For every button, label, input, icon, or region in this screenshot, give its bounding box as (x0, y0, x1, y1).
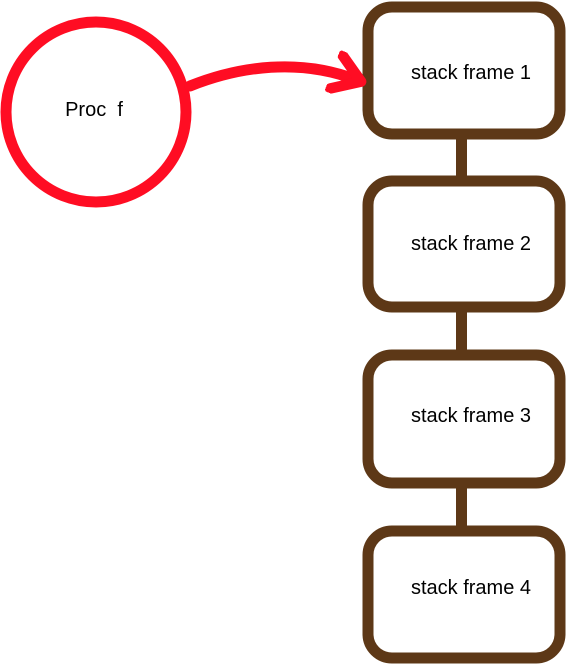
stack-frame-3-label: stack frame 3 (411, 405, 531, 427)
process-label: Proc f (65, 99, 123, 121)
pointer-arrow-icon (184, 67, 357, 86)
stack-frame-4: stack frame 4 (362, 525, 566, 664)
connector-3-4 (456, 485, 467, 531)
process-node: Proc f (0, 16, 192, 208)
frame-connectors (456, 136, 467, 531)
stack-frame-3: stack frame 3 (362, 349, 566, 489)
stack-frame-2-label: stack frame 2 (411, 233, 531, 255)
stack-frame-2: stack frame 2 (362, 175, 566, 313)
stack-frame-4-label: stack frame 4 (411, 577, 531, 599)
connector-1-2 (456, 136, 467, 180)
connector-2-3 (456, 308, 467, 354)
stack-frame-1-label: stack frame 1 (411, 62, 531, 84)
stack-frame-1: stack frame 1 (362, 1, 566, 140)
process-circle-icon (0, 16, 192, 208)
